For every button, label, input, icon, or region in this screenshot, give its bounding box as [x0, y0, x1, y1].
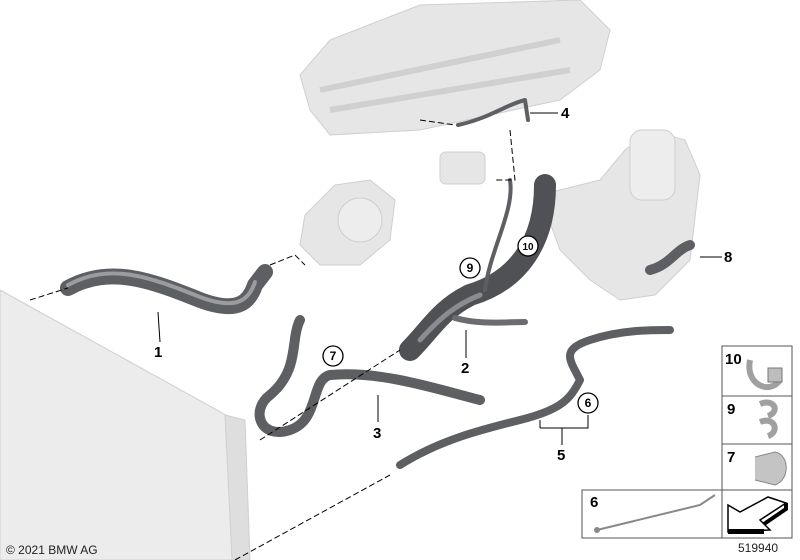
legend-item-7: 7 — [727, 449, 735, 466]
clip-7-icon — [754, 451, 787, 486]
svg-text:7: 7 — [330, 349, 337, 363]
clip-10-icon — [746, 359, 783, 391]
legend-item-9: 9 — [727, 401, 735, 418]
part-label-10: 10 — [517, 235, 539, 257]
legend-item-10: 10 — [725, 351, 742, 368]
valve-ghost — [439, 151, 486, 185]
copyright-text: © 2021 BMW AG — [6, 543, 98, 557]
leader-lines — [29, 112, 722, 560]
hose-9[interactable] — [483, 178, 513, 292]
part-label-5: 5 — [557, 447, 565, 464]
thermostat-ghost — [299, 179, 396, 266]
part-label-7: 7 — [322, 345, 344, 367]
part-label-6: 6 — [577, 392, 599, 414]
svg-text:6: 6 — [585, 396, 592, 410]
part-label-2: 2 — [461, 360, 469, 377]
part-label-8: 8 — [724, 249, 732, 266]
hose-8[interactable] — [645, 240, 695, 275]
hose-1[interactable] — [60, 264, 273, 315]
legend-panel — [581, 345, 793, 539]
part-label-3: 3 — [373, 425, 381, 442]
diagram-number: 519940 — [738, 541, 779, 555]
oil-filter-housing-ghost — [539, 129, 701, 301]
legend-item-6: 6 — [590, 494, 598, 511]
svg-text:10: 10 — [522, 242, 534, 253]
radiator-ghost — [0, 289, 251, 560]
svg-text:9: 9 — [467, 261, 474, 275]
clip-9-icon — [758, 399, 778, 439]
part-label-4: 4 — [561, 105, 570, 122]
hose-4[interactable] — [456, 98, 530, 127]
arrow-icon — [727, 496, 788, 534]
part-label-1: 1 — [154, 344, 162, 361]
cable-tie-6-icon — [594, 494, 716, 533]
cylinder-head-ghost — [299, 0, 611, 136]
hose-5[interactable] — [396, 326, 674, 469]
hose-3[interactable] — [254, 315, 485, 437]
hose-2[interactable] — [399, 174, 556, 361]
part-label-9: 9 — [459, 257, 481, 279]
